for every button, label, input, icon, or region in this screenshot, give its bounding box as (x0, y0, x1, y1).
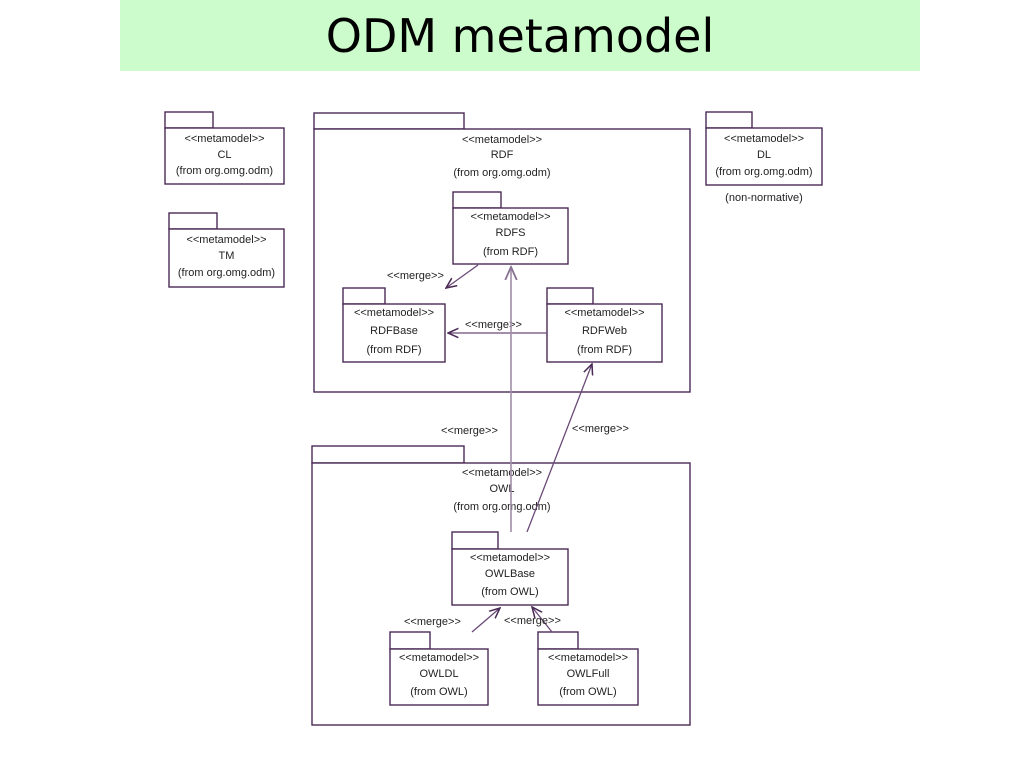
merge-label-owlbase-rdfs: <<merge>> (441, 425, 498, 437)
package-owlfull-stereotype: <<metamodel>> (548, 652, 628, 664)
package-owlbase-tab (451, 531, 499, 550)
package-dl-origin: (from org.omg.odm) (715, 166, 812, 178)
package-rdfbase: <<metamodel>> RDFBase (from RDF) (342, 287, 446, 363)
package-rdfbase-stereotype: <<metamodel>> (354, 307, 434, 319)
package-cl: <<metamodel>> CL (from org.omg.odm) (164, 111, 285, 185)
package-owlfull: <<metamodel>> OWLFull (from OWL) (537, 631, 639, 706)
merge-label-rdfweb-rdfbase: <<merge>> (465, 319, 522, 331)
package-tm-stereotype: <<metamodel>> (186, 234, 266, 246)
package-owlbase-origin: (from OWL) (481, 586, 538, 598)
package-dl-tab (705, 111, 753, 129)
package-rdfweb-origin: (from RDF) (577, 344, 632, 356)
package-rdf-name: RDF (491, 149, 514, 161)
package-rdfbase-name: RDFBase (370, 325, 418, 337)
package-rdfweb-body (546, 303, 663, 363)
package-cl-origin: (from org.omg.odm) (176, 165, 273, 177)
package-owlfull-origin: (from OWL) (559, 686, 616, 698)
package-rdfs-origin: (from RDF) (483, 246, 538, 258)
package-owl-tab (311, 445, 465, 464)
package-rdfweb-stereotype: <<metamodel>> (564, 307, 644, 319)
package-owl-origin: (from org.omg.odm) (453, 501, 550, 513)
package-owldl-name: OWLDL (419, 668, 458, 680)
merge-arrow-owlfull-owlbase (532, 607, 553, 633)
merge-label-owlfull-owlbase: <<merge>> (504, 615, 561, 627)
package-cl-name: CL (217, 149, 231, 161)
package-rdfs-body (452, 207, 569, 265)
package-tm-tab (168, 212, 218, 230)
merge-label-owlbase-rdfweb: <<merge>> (572, 423, 629, 435)
package-owlbase: <<metamodel>> OWLBase (from OWL) (451, 531, 569, 606)
package-owldl-tab (389, 631, 431, 650)
package-rdfweb-tab (546, 287, 594, 305)
package-cl-tab (164, 111, 214, 129)
package-tm-origin: (from org.omg.odm) (178, 267, 275, 279)
package-dl-body (705, 127, 823, 186)
merge-label-owldl-owlbase: <<merge>> (404, 616, 461, 628)
merge-label-rdfs-rdfbase: <<merge>> (387, 270, 444, 282)
package-dl: <<metamodel>> DL (from org.omg.odm) (non… (705, 111, 823, 204)
package-owlfull-name: OWLFull (567, 668, 610, 680)
package-rdfs-stereotype: <<metamodel>> (470, 211, 550, 223)
package-owldl-stereotype: <<metamodel>> (399, 652, 479, 664)
package-dl-name: DL (757, 149, 771, 161)
title-bar: ODM metamodel (120, 0, 920, 71)
package-owlfull-body (537, 648, 639, 706)
package-owldl: <<metamodel>> OWLDL (from OWL) (389, 631, 489, 706)
merge-arrow-rdfs-rdfbase (446, 264, 479, 288)
package-cl-stereotype: <<metamodel>> (184, 133, 264, 145)
package-rdfbase-body (342, 303, 446, 363)
package-rdfbase-tab (342, 287, 386, 305)
package-dl-note: (non-normative) (725, 192, 803, 204)
package-owl-stereotype: <<metamodel>> (462, 467, 542, 479)
merge-arrow-owldl-owlbase (471, 608, 500, 633)
package-dl-stereotype: <<metamodel>> (724, 133, 804, 145)
package-rdfs-name: RDFS (496, 227, 526, 239)
package-rdfs: <<metamodel>> RDFS (from RDF) (452, 191, 569, 265)
package-tm-body (168, 228, 285, 288)
package-owldl-origin: (from OWL) (410, 686, 467, 698)
package-rdfweb: <<metamodel>> RDFWeb (from RDF) (546, 287, 663, 363)
package-rdfweb-name: RDFWeb (582, 325, 627, 337)
package-tm-name: TM (219, 250, 235, 262)
package-owlfull-tab (537, 631, 579, 650)
package-rdf-origin: (from org.omg.odm) (453, 167, 550, 179)
package-rdfbase-origin: (from RDF) (367, 344, 422, 356)
package-owl-name: OWL (489, 483, 514, 495)
page-title: ODM metamodel (325, 8, 715, 63)
package-owlbase-body (451, 548, 569, 606)
package-rdf-tab (313, 112, 465, 130)
package-rdf-stereotype: <<metamodel>> (462, 134, 542, 146)
merge-arrow-owlbase-rdfweb (526, 364, 592, 533)
package-cl-body (164, 127, 285, 185)
package-owldl-body (389, 648, 489, 706)
package-owlbase-name: OWLBase (485, 568, 535, 580)
package-rdfs-tab (452, 191, 502, 209)
package-tm: <<metamodel>> TM (from org.omg.odm) (168, 212, 285, 288)
package-owlbase-stereotype: <<metamodel>> (470, 552, 550, 564)
